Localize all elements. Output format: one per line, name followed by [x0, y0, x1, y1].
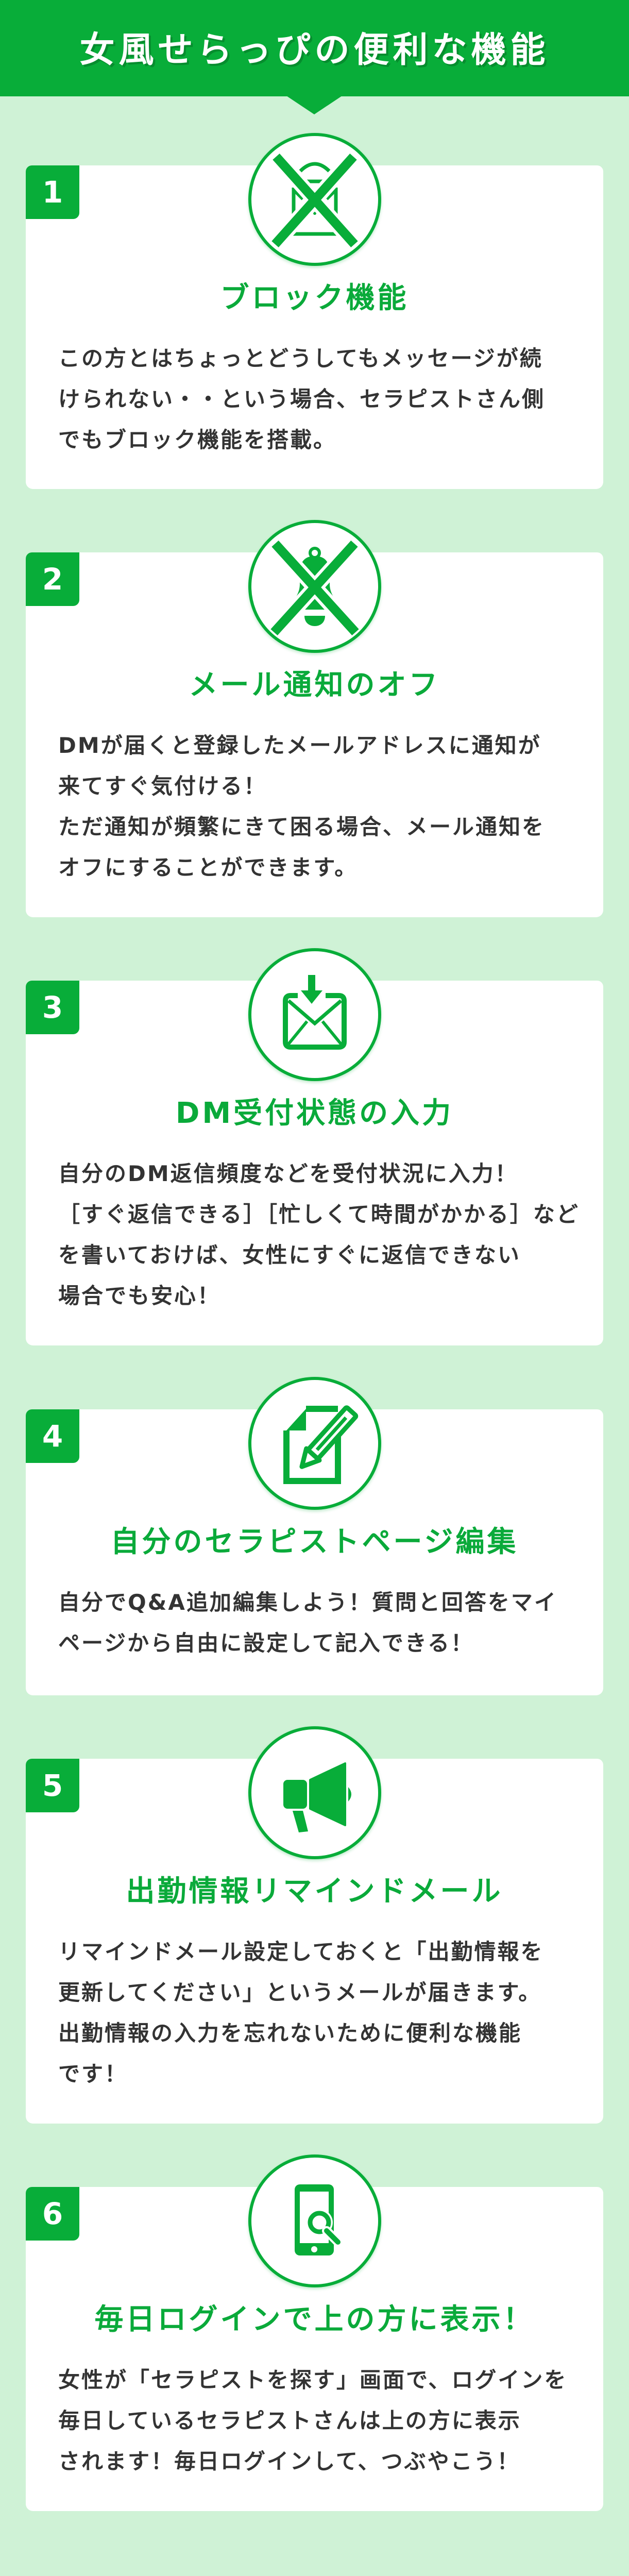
- description-line: です！: [58, 2061, 128, 2086]
- page-header: 女風せらっぴの便利な機能: [0, 0, 629, 96]
- page-title: 女風せらっぴの便利な機能: [79, 30, 550, 71]
- header-pointer-arrow: [286, 96, 342, 114]
- description-line: DMが届くと登録したメールアドレスに通知が: [58, 733, 541, 758]
- description-line: 自分のDM返信頻度などを受付状況に入力！: [58, 1161, 518, 1186]
- description-line: オフにすることができます。: [58, 855, 358, 880]
- feature-card-block: 1 ブロック機能 この方とはちょっとどうしてもメッセージが続 けられない・・とい…: [26, 133, 603, 489]
- feature-number-badge: 1: [26, 165, 79, 219]
- envelope-blocked-icon: [248, 133, 381, 266]
- description-line: でもブロック機能を搭載。: [58, 427, 337, 452]
- bell-off-icon: [248, 520, 381, 653]
- description-line: 女性が「セラピストを探す」画面で、ログインを: [58, 2367, 568, 2393]
- description-line: 更新してください」というメールが届きます。: [58, 1980, 542, 2005]
- feature-title: 出勤情報リマインドメール: [126, 1875, 503, 1908]
- edit-document-icon: [248, 1377, 381, 1510]
- megaphone-icon: [248, 1726, 381, 1859]
- feature-card-dm-status: 3 DM受付状態の入力 自分のDM返信頻度などを受付状況に入力！ ［すぐ返信でき…: [26, 948, 603, 1345]
- mail-download-icon: [248, 948, 381, 1081]
- feature-number-badge: 6: [26, 2187, 79, 2241]
- description-line: 来てすぐ気付ける！: [58, 773, 267, 799]
- description-line: 出勤情報の入力を忘れないために便利な機能: [58, 2021, 522, 2046]
- feature-description: リマインドメール設定しておくと「出勤情報を 更新してください」というメールが届き…: [58, 1931, 594, 2094]
- feature-number-badge: 4: [26, 1409, 79, 1463]
- description-line: されます！毎日ログインして、つぶやこう！: [58, 2449, 520, 2474]
- feature-number-badge: 3: [26, 981, 79, 1034]
- feature-number-badge: 2: [26, 552, 79, 606]
- feature-title: DM受付状態の入力: [175, 1097, 454, 1130]
- feature-card-daily-login: 6 毎日ログインで上の方に表示！ 女性が「セラピストを探す」画面で、ログインを …: [26, 2154, 603, 2511]
- phone-search-icon: [248, 2154, 381, 2287]
- description-line: 自分でQ&A追加編集しよう！質問と回答をマイ: [58, 1590, 557, 1615]
- feature-card-page-edit: 4 自分のセラピストページ編集 自分でQ&A追加編集しよう！質問と回答をマイ ペ…: [26, 1377, 603, 1695]
- description-line: この方とはちょっとどうしてもメッセージが続: [58, 346, 543, 371]
- feature-description: 自分のDM返信頻度などを受付状況に入力！ ［すぐ返信できる］［忙しくて時間がかか…: [58, 1153, 594, 1316]
- description-line: けられない・・という場合、セラピストさん側: [58, 386, 546, 412]
- feature-title: 毎日ログインで上の方に表示！: [94, 2303, 535, 2336]
- description-line: 毎日しているセラピストさんは上の方に表示: [58, 2408, 521, 2433]
- description-line: ページから自由に設定して記入できる！: [58, 1630, 474, 1656]
- description-line: ただ通知が頻繁にきて困る場合、メール通知を: [58, 814, 546, 839]
- description-line: を書いておけば、女性にすぐに返信できない: [58, 1242, 521, 1268]
- feature-description: DMが届くと登録したメールアドレスに通知が 来てすぐ気付ける！ ただ通知が頻繁に…: [58, 725, 594, 888]
- feature-description: 自分でQ&A追加編集しよう！質問と回答をマイ ページから自由に設定して記入できる…: [58, 1582, 594, 1663]
- feature-card-mail-notification: 2 メール通知のオフ DMが届くと登録したメールアドレスに通知が 来てすぐ気付け…: [26, 520, 603, 917]
- feature-description: 女性が「セラピストを探す」画面で、ログインを 毎日しているセラピストさんは上の方…: [58, 2360, 594, 2482]
- feature-title: ブロック機能: [220, 281, 409, 315]
- description-line: 場合でも安心！: [58, 1283, 221, 1308]
- feature-card-reminder-mail: 5 出勤情報リマインドメール リマインドメール設定しておくと「出勤情報を 更新し…: [26, 1726, 603, 2124]
- feature-title: 自分のセラピストページ編集: [110, 1525, 519, 1559]
- feature-description: この方とはちょっとどうしてもメッセージが続 けられない・・という場合、セラピスト…: [58, 338, 594, 460]
- feature-title: メール通知のオフ: [189, 668, 440, 702]
- feature-number-badge: 5: [26, 1759, 79, 1812]
- description-line: ［すぐ返信できる］［忙しくて時間がかかる］など: [58, 1202, 580, 1227]
- description-line: リマインドメール設定しておくと「出勤情報を: [58, 1939, 544, 1964]
